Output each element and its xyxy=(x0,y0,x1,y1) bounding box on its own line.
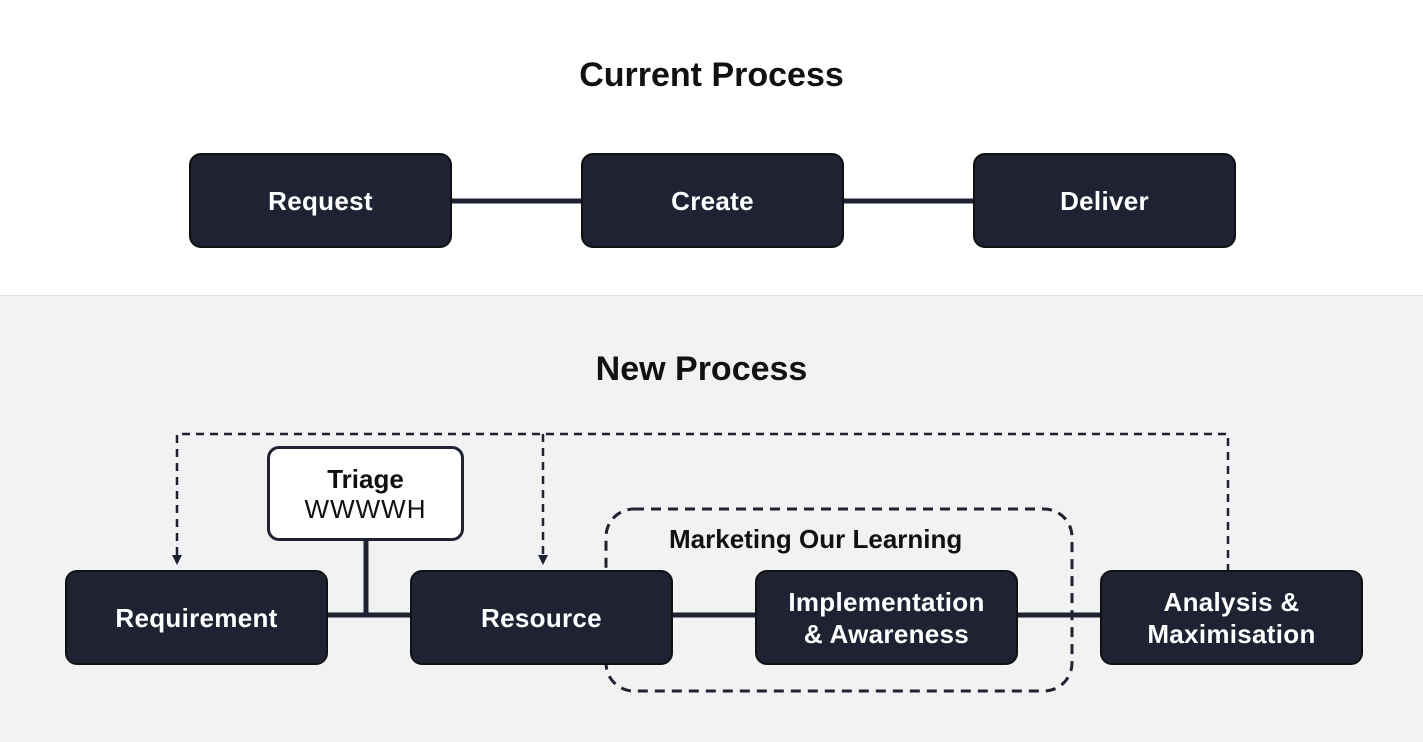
step-requirement[interactable]: Requirement xyxy=(65,570,328,665)
triage-title: Triage xyxy=(327,463,404,494)
new-process-panel xyxy=(0,295,1423,742)
step-deliver[interactable]: Deliver xyxy=(973,153,1236,248)
step-resource-label: Resource xyxy=(481,602,602,633)
step-create[interactable]: Create xyxy=(581,153,844,248)
step-request[interactable]: Request xyxy=(189,153,452,248)
feedback-loop-to-requirement xyxy=(172,432,1230,572)
step-resource[interactable]: Resource xyxy=(410,570,673,665)
triage-subtitle: WWWWH xyxy=(304,493,427,524)
new-process-title: New Process xyxy=(595,350,808,388)
step-implementation-awareness[interactable]: Implementation & Awareness xyxy=(755,570,1018,665)
step-analysis-label-line1: Analysis & xyxy=(1163,586,1300,617)
step-request-label: Request xyxy=(268,185,373,216)
marketing-group-label: Marketing Our Learning xyxy=(669,524,963,554)
step-deliver-label: Deliver xyxy=(1060,185,1149,216)
step-implementation-label-line2: & Awareness xyxy=(803,618,970,649)
step-implementation-label-line1: Implementation xyxy=(788,586,985,617)
current-process-title: Current Process xyxy=(579,56,844,94)
step-create-label: Create xyxy=(671,185,754,216)
step-analysis-label-line2: Maximisation xyxy=(1147,618,1316,649)
step-analysis-maximisation[interactable]: Analysis & Maximisation xyxy=(1100,570,1363,665)
step-requirement-label: Requirement xyxy=(115,602,278,633)
triage-box[interactable]: Triage WWWWH xyxy=(267,446,464,541)
